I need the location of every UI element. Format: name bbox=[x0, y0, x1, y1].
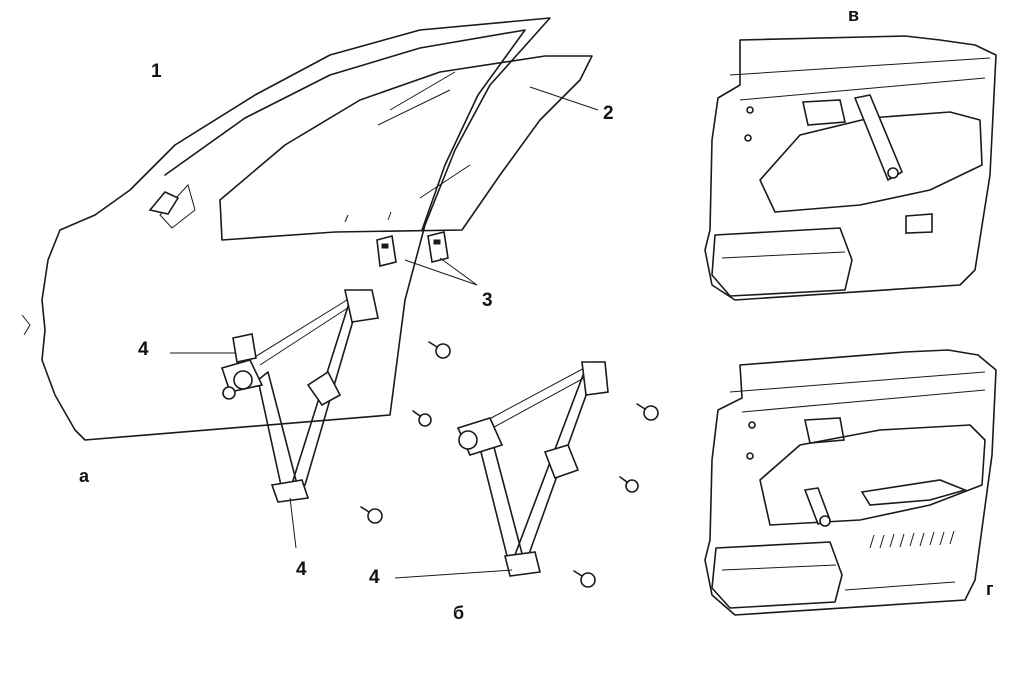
view-label-b: б bbox=[453, 603, 465, 623]
glass-brackets bbox=[376, 231, 449, 267]
door-trim-panel-v bbox=[704, 35, 997, 301]
speaker-grille bbox=[869, 530, 955, 549]
callout-4-lower: 4 bbox=[296, 559, 307, 580]
bolt-4 bbox=[619, 476, 639, 493]
bolt-6 bbox=[573, 570, 596, 588]
bolt-5 bbox=[360, 506, 383, 524]
bolt-1 bbox=[428, 341, 451, 359]
callout-4-manual: 4 bbox=[369, 567, 380, 588]
view-label-g: г bbox=[986, 579, 994, 599]
callout-4-motor: 4 bbox=[138, 339, 149, 360]
leader-lines bbox=[170, 86, 599, 579]
callout-2: 2 bbox=[603, 103, 614, 124]
door-frame bbox=[21, 17, 551, 441]
callout-1: 1 bbox=[151, 61, 162, 82]
callout-3: 3 bbox=[482, 290, 493, 311]
power-regulator bbox=[220, 289, 379, 503]
manual-regulator bbox=[456, 361, 609, 577]
view-label-a: а bbox=[79, 466, 90, 486]
mounting-bolts bbox=[360, 341, 659, 588]
view-label-v: в bbox=[848, 5, 860, 25]
door-trim-panel-g bbox=[704, 349, 997, 616]
window-glass bbox=[219, 55, 593, 241]
bolt-3 bbox=[636, 403, 659, 421]
bolt-2 bbox=[412, 410, 432, 427]
